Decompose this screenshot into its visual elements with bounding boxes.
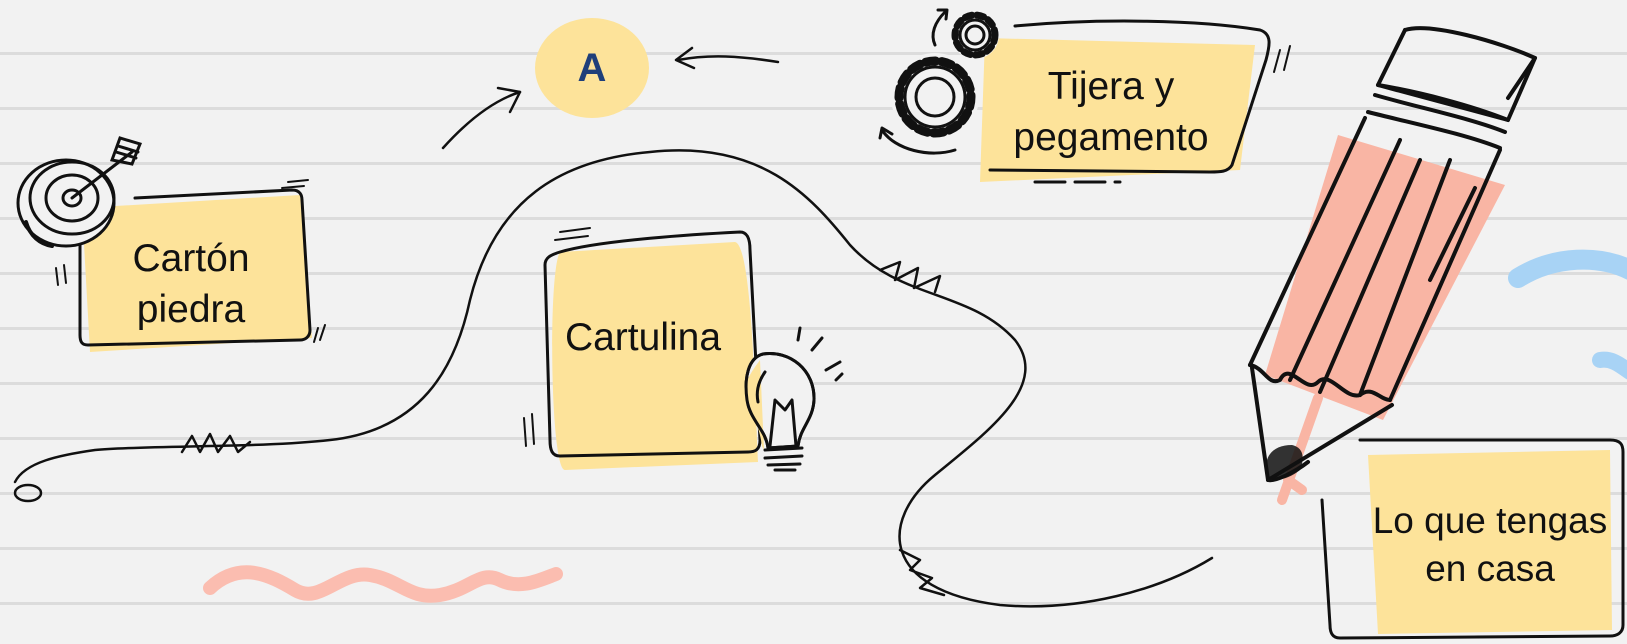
node-carton-label: Cartón piedra — [132, 237, 250, 331]
arrow-carton-to-a — [441, 90, 522, 150]
node-tijera-label: Tijera y pegamento — [1013, 65, 1209, 159]
card-tijera-frame — [980, 19, 1291, 184]
gears-icon — [878, 8, 999, 155]
arrowhead — [674, 46, 696, 70]
node-a-circle — [535, 18, 649, 118]
target-icon — [16, 136, 143, 248]
node-a-label: A — [577, 46, 607, 90]
node-casa-label: Lo que tengas en casa — [1372, 499, 1608, 589]
card-cartulina-frame — [523, 227, 762, 470]
zigzag-mark — [878, 260, 942, 294]
arrowhead — [496, 86, 522, 114]
path-start — [13, 483, 43, 503]
card-carton-frame — [55, 179, 326, 352]
zigzag-mark — [180, 432, 252, 454]
card-casa-frame — [1320, 438, 1625, 640]
blue-brush-stroke — [1508, 249, 1627, 288]
path-line — [13, 149, 1214, 608]
pencil-icon — [1248, 26, 1537, 505]
node-cartulina-label: Cartulina — [564, 315, 722, 359]
lightbulb-icon — [743, 326, 844, 472]
pink-squiggle — [203, 565, 563, 603]
arrow-tijera-to-a — [676, 55, 780, 64]
blue-brush-stroke — [1592, 351, 1627, 380]
zigzag-mark — [898, 548, 946, 597]
